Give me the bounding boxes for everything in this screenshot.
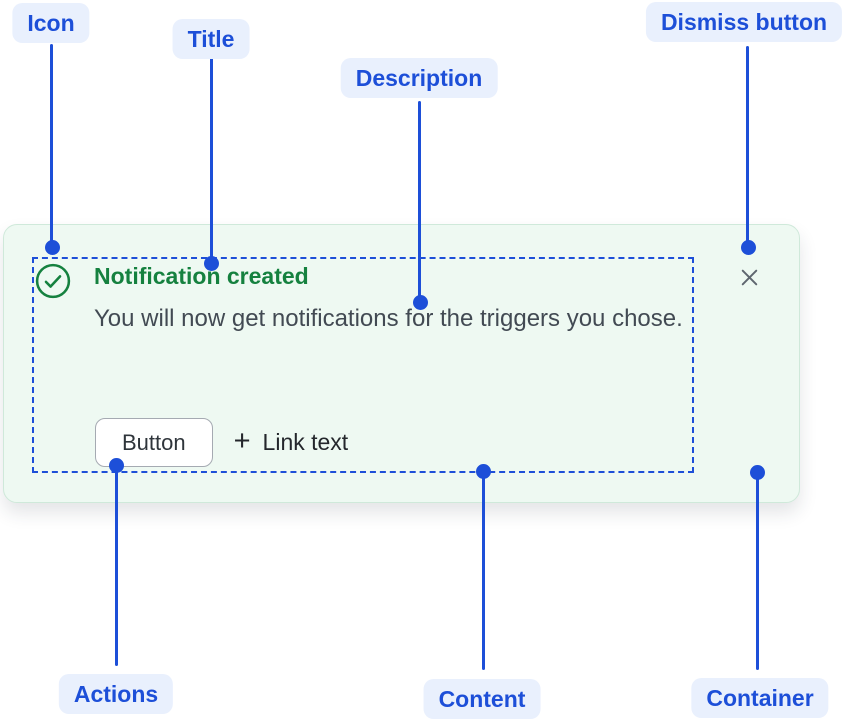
callout-dot-container bbox=[749, 464, 765, 480]
callout-dot-dismiss bbox=[740, 239, 756, 255]
dismiss-button[interactable] bbox=[731, 259, 767, 295]
callout-dot-description bbox=[412, 294, 428, 310]
notification-container: Notification created You will now get no… bbox=[3, 224, 800, 503]
callout-dot-title bbox=[203, 255, 219, 271]
callout-line-content bbox=[481, 471, 485, 670]
action-link-label: Link text bbox=[262, 429, 349, 455]
close-icon bbox=[737, 265, 762, 290]
callout-line-icon bbox=[49, 44, 53, 247]
callout-label-actions: Actions bbox=[58, 674, 174, 714]
callout-label-dismiss-button: Dismiss button bbox=[645, 2, 843, 42]
check-circle-icon bbox=[35, 263, 71, 299]
callout-label-icon: Icon bbox=[12, 3, 90, 43]
callout-label-title: Title bbox=[172, 19, 250, 59]
callout-label-container: Container bbox=[691, 678, 829, 718]
notification-title: Notification created bbox=[94, 263, 309, 289]
action-link[interactable]: + Link text bbox=[233, 425, 349, 457]
callout-line-dismiss bbox=[745, 46, 749, 247]
callout-line-title bbox=[209, 56, 213, 263]
callout-dot-icon bbox=[44, 239, 60, 255]
callout-line-description bbox=[417, 101, 421, 302]
callout-label-description: Description bbox=[340, 58, 498, 98]
callout-dot-content bbox=[475, 463, 491, 479]
callout-label-content: Content bbox=[423, 679, 541, 719]
callout-line-actions bbox=[114, 465, 118, 666]
notification-description: You will now get notifications for the t… bbox=[94, 305, 683, 332]
callout-line-container bbox=[755, 472, 759, 670]
notification-actions: Button + Link text bbox=[95, 418, 348, 467]
callout-dot-actions bbox=[108, 457, 124, 473]
plus-icon: + bbox=[233, 425, 251, 457]
content-region-outline bbox=[32, 257, 694, 473]
